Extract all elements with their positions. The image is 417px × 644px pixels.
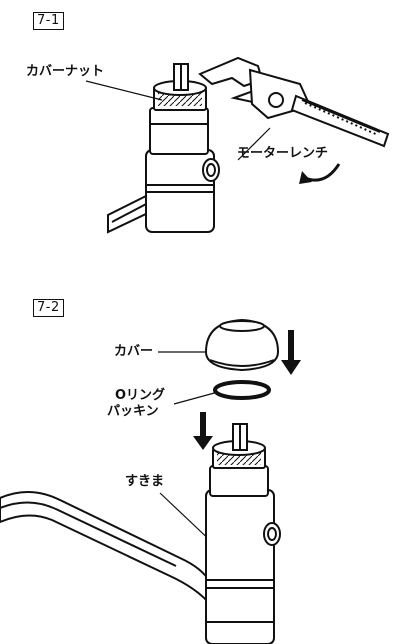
monkey-wrench [198, 56, 390, 148]
packing-label: パッキン [107, 404, 159, 419]
cover-cap [204, 318, 280, 372]
step2-faucet-body [0, 423, 281, 644]
rotation-arrow [299, 163, 341, 184]
cover-nut-label: カバーナット [26, 64, 105, 79]
o-ring-label: Oリング [115, 388, 166, 403]
motor-wrench-label: モーターレンチ [237, 146, 329, 161]
step1-faucet-body [107, 63, 220, 234]
step-number-7-2: 7-2 [33, 299, 64, 317]
down-arrow-cover [281, 330, 301, 375]
down-arrow-oring [193, 412, 213, 450]
step-number-7-1: 7-1 [33, 12, 64, 30]
cover-label: カバー [114, 344, 154, 359]
gap-label: すきま [125, 474, 165, 489]
o-ring [213, 380, 271, 400]
